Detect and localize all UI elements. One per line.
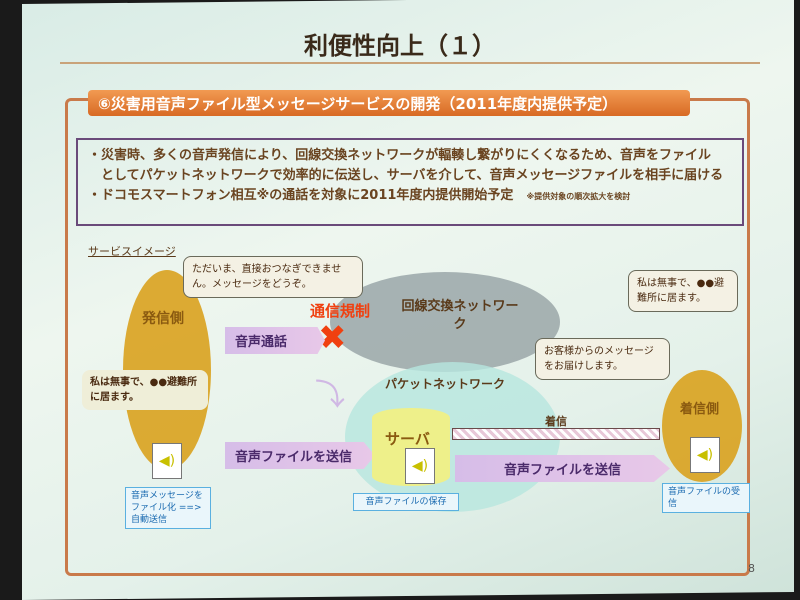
receiver-label: 着信側 [680, 402, 720, 417]
server-caption: 音声ファイルの保存 [353, 493, 459, 511]
title-divider [60, 62, 760, 64]
receiver-caption: 音声ファイルの受信 [662, 483, 750, 513]
bullet-box: ・災害時、多くの音声発信により、回線交換ネットワークが輻輳し繋がりにくくなるため… [76, 138, 744, 226]
speaker-icon: ◀) [152, 443, 182, 479]
bullet-line: ・ドコモスマートフォン相互※の通話を対象に2011年度内提供開始予定 [88, 188, 514, 203]
packet-network-label: パケットネットワーク [385, 377, 506, 391]
redirect-arrow-icon: ⤵ [315, 378, 345, 413]
caller-caption: 音声メッセージをファイル化 ==> 自動送信 [125, 487, 211, 529]
section-header: ⑥災害用音声ファイル型メッセージサービスの開発（2011年度内提供予定） [88, 90, 690, 116]
guidance-bubble: ただいま、直接おつなぎできません。メッセージをどうぞ。 [183, 256, 363, 298]
bullet-line: としてパケットネットワークで効率的に伝送し、サーバを介して、音声メッセージファイ… [88, 168, 724, 183]
circuit-network-label: 回線交換ネットワーク [401, 299, 519, 332]
slide-title: 利便性向上（１） [304, 32, 496, 60]
caller-label: 発信側 [142, 311, 184, 327]
bullet-note: ※提供対象の順次拡大を検討 [526, 192, 631, 201]
speaker-icon: ◀) [405, 448, 435, 484]
restriction-label: 通信規制 [310, 302, 371, 320]
caller-message-bubble: 私は無事で、●●避難所に居ます。 [82, 370, 208, 410]
voice-call-arrow: 音声通話 [225, 327, 325, 354]
circuit-network-cloud [330, 272, 560, 372]
page-number: 8 [748, 562, 755, 575]
server-label: サーバ [385, 430, 430, 448]
receiver-message-bubble: 私は無事で、●●避難所に居ます。 [628, 270, 738, 312]
incoming-label: 着信 [545, 415, 567, 428]
delivery-bubble: お客様からのメッセージをお届けします。 [535, 338, 670, 380]
incoming-arrow [452, 428, 660, 440]
bullet-line: ・災害時、多くの音声発信により、回線交換ネットワークが輻輳し繋がりにくくなるため… [88, 148, 711, 163]
speaker-icon: ◀) [690, 437, 720, 473]
send-file-arrow: 音声ファイルを送信 [225, 442, 375, 469]
service-image-label: サービスイメージ [88, 245, 176, 258]
send-file-arrow: 音声ファイルを送信 [455, 455, 670, 482]
